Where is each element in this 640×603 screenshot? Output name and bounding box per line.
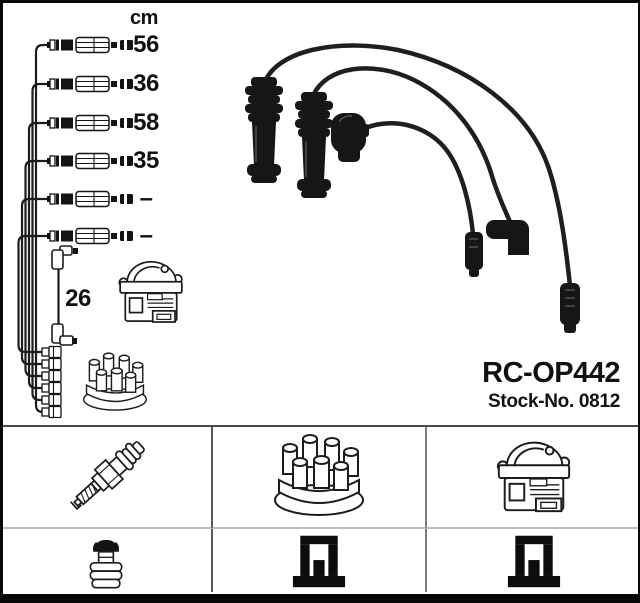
jumper-cable <box>51 245 78 346</box>
jumper-length-label: 26 <box>65 285 91 312</box>
spark-plug-icon <box>52 429 160 525</box>
distributor-cap-icon <box>263 430 375 524</box>
cable-length-label: – <box>139 185 153 212</box>
unit-label: cm <box>130 7 158 29</box>
frame-border-right <box>638 0 640 603</box>
frame-border-left <box>0 0 3 603</box>
legend-cell-spark-plug <box>0 427 213 529</box>
lead-wire <box>310 66 513 225</box>
cable-length-label: 35 <box>133 147 159 174</box>
frame-border-bottom <box>0 594 640 603</box>
cable-length-label: 56 <box>133 31 159 58</box>
legend-cell-ignition-coil <box>427 427 640 529</box>
ignition-coil-icon <box>493 433 575 521</box>
cable-length-label: 36 <box>133 70 159 97</box>
distributor-cap-drawing <box>82 352 148 411</box>
part-number: RC-OP442 <box>482 357 620 389</box>
straight-boot <box>295 92 333 198</box>
legend-cell-plug-terminal <box>0 529 213 592</box>
coil-terminal-icon <box>292 532 346 590</box>
cable-set-photo <box>245 43 580 333</box>
cable-length-label: 58 <box>133 109 159 136</box>
stock-number: Stock-No. 0812 <box>487 391 620 412</box>
lead-wire <box>261 43 573 289</box>
cable-length-diagram <box>17 36 183 419</box>
legend-cell-coil-terminal <box>213 529 427 592</box>
terminal-stack-item <box>41 345 62 359</box>
legend-cell-coil-terminal <box>427 529 640 592</box>
coil-end-connector <box>560 283 580 333</box>
coil-end-connector <box>465 232 483 277</box>
ignition-coil-drawing <box>118 260 183 323</box>
cable-length-label: – <box>139 222 153 249</box>
frame-border-top <box>0 0 640 3</box>
elbow-boot <box>331 113 369 162</box>
lead-wire <box>358 121 476 237</box>
straight-boot <box>245 77 283 183</box>
component-legend-grid <box>0 425 640 594</box>
elbow-end-connector <box>486 220 529 255</box>
legend-cell-distributor-cap <box>213 427 427 529</box>
spark-plug-terminal-icon <box>83 532 129 590</box>
cable-row-connector <box>47 36 133 54</box>
coil-terminal-icon <box>507 532 561 590</box>
